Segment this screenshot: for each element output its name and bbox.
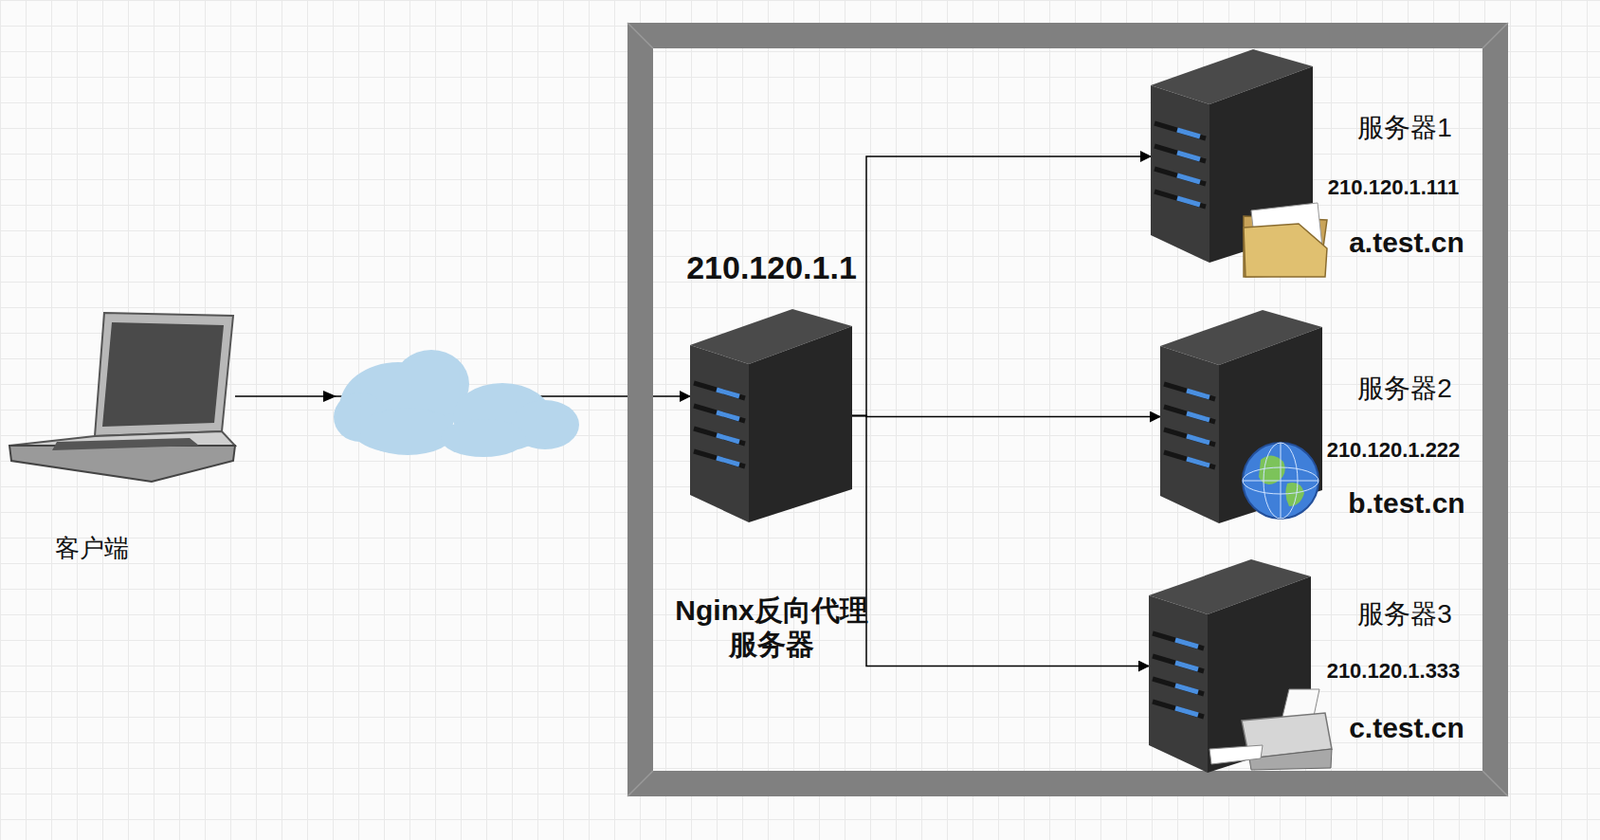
cloud-icon: [323, 349, 580, 457]
node-label: 客户端: [54, 531, 129, 565]
server-name: 服务器2: [1357, 370, 1453, 407]
client-node: 客户端: [8, 310, 236, 482]
proxy-server-node: 210.120.1.1Nginx反向代理服务器: [690, 309, 853, 523]
node-label: 210.120.1.111: [1327, 175, 1459, 200]
node-label: 210.120.1.333: [1327, 658, 1461, 684]
proxy-server-icon: [690, 309, 853, 523]
server-node: 服务器3 210.120.1.333 c.test.cn: [1148, 559, 1479, 773]
connector-arrow: [852, 416, 1161, 418]
node-label: 210.120.1.1: [686, 249, 857, 287]
connector-arrow: [852, 416, 1149, 667]
printer-icon: [1209, 689, 1332, 770]
connector-arrow: [852, 156, 1151, 417]
node-label: a.test.cn: [1348, 226, 1465, 259]
node-label: 210.120.1.222: [1327, 437, 1461, 463]
globe-icon: [1242, 442, 1319, 519]
server-node: 服务器1 210.120.1.111 a.test.cn: [1150, 49, 1479, 264]
enclosure-frame: [640, 36, 1496, 784]
server-name: 服务器3: [1357, 596, 1453, 633]
server-node: 服务器2 210.120.1.222 b.test.cn: [1160, 309, 1479, 524]
server-name: 服务器1: [1357, 109, 1453, 146]
server-icon: [1160, 309, 1323, 524]
node-label: c.test.cn: [1348, 711, 1465, 745]
laptop-icon: [9, 312, 236, 482]
node-label: Nginx反向代理服务器: [672, 593, 872, 662]
folder-icon: [1243, 202, 1328, 277]
frame-bevel: [627, 22, 1509, 797]
node-label: b.test.cn: [1347, 487, 1465, 520]
